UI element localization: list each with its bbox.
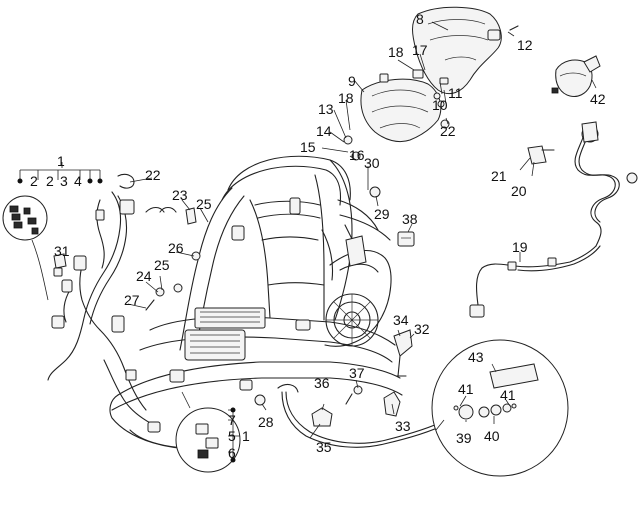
- callout-29: 29: [374, 206, 390, 222]
- callout-40: 40: [484, 428, 500, 444]
- callout-42: 42: [590, 91, 606, 107]
- front-wiring-harness: [47, 173, 201, 433]
- callout-22: 22: [440, 123, 456, 139]
- callout-30: 30: [364, 155, 380, 171]
- callout-39: 39: [456, 430, 472, 446]
- callout-22: 22: [145, 167, 161, 183]
- rear-wiring-harness: [469, 121, 638, 318]
- callout-7: 7: [228, 412, 236, 428]
- callout-32: 32: [414, 321, 430, 337]
- front-cover-part-9: [360, 78, 445, 143]
- component-38: [397, 231, 415, 247]
- component-42: [551, 55, 601, 97]
- leader-lines: [19, 21, 597, 460]
- callout-1: 1: [57, 153, 65, 169]
- callout-41: 41: [500, 387, 516, 403]
- callout-19: 19: [512, 239, 528, 255]
- callout-2: 2: [46, 173, 54, 189]
- callout-18: 18: [388, 44, 404, 60]
- callout-14: 14: [316, 123, 332, 139]
- callout-15: 15: [300, 139, 316, 155]
- detail-circle-fuses: [431, 339, 569, 477]
- detail-circle-connectors: [2, 195, 49, 301]
- bracket-dots: [17, 178, 236, 463]
- callout-5: 5: [228, 428, 236, 444]
- callout-35: 35: [316, 439, 332, 455]
- callout-26: 26: [168, 240, 184, 256]
- callout-37: 37: [349, 365, 365, 381]
- callout-10: 10: [432, 97, 448, 113]
- callout-16: 16: [349, 147, 365, 163]
- callout-13: 13: [318, 101, 334, 117]
- lower-parts: [254, 329, 447, 448]
- callout-27: 27: [124, 292, 140, 308]
- callout-1: 1: [242, 428, 250, 444]
- callout-41: 41: [458, 381, 474, 397]
- callout-20: 20: [511, 183, 527, 199]
- callout-17: 17: [412, 42, 428, 58]
- callout-38: 38: [402, 211, 418, 227]
- callout-25: 25: [196, 196, 212, 212]
- callout-8: 8: [416, 11, 424, 27]
- engine-unit: [321, 224, 392, 347]
- callout-31: 31: [54, 243, 70, 259]
- detail-circle-relays: [175, 391, 241, 473]
- front-cover-part-8: [412, 6, 502, 95]
- callout-18: 18: [338, 90, 354, 106]
- callout-4: 4: [74, 173, 82, 189]
- callout-23: 23: [172, 187, 188, 203]
- callout-12: 12: [517, 37, 533, 53]
- callout-25: 25: [154, 257, 170, 273]
- scooter-frame: [109, 155, 403, 450]
- callout-2: 2: [30, 173, 38, 189]
- upper-fasteners: [343, 25, 519, 198]
- callout-43: 43: [468, 349, 484, 365]
- callout-9: 9: [348, 73, 356, 89]
- callout-36: 36: [314, 375, 330, 391]
- callout-28: 28: [258, 414, 274, 430]
- callout-11: 11: [448, 85, 463, 101]
- callout-6: 6: [228, 445, 236, 461]
- callout-21: 21: [491, 168, 507, 184]
- callout-labels: 1 2 2 3 4 1 5 6 7 8 9 10 11 12 13 14 15 …: [30, 11, 606, 461]
- callout-3: 3: [60, 173, 68, 189]
- callout-34: 34: [393, 312, 409, 328]
- callout-33: 33: [395, 418, 411, 434]
- callout-24: 24: [136, 268, 152, 284]
